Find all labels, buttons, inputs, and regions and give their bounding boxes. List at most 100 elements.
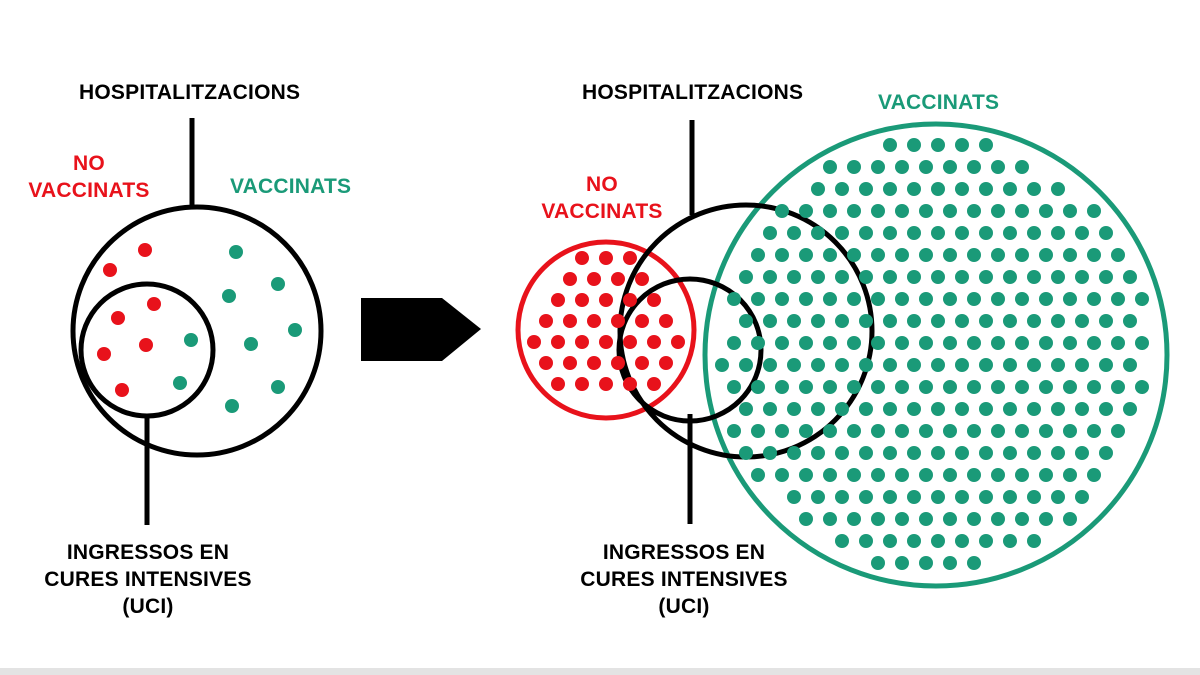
vaccinated-dot <box>943 424 957 438</box>
vaccinated-dot <box>1003 314 1017 328</box>
vaccinated-dot <box>1003 226 1017 240</box>
vaccinated-dot <box>919 204 933 218</box>
vaccinated-dot <box>859 446 873 460</box>
vaccinated-dot <box>955 534 969 548</box>
vaccinated-dot <box>991 292 1005 306</box>
vaccinated-dot <box>1063 468 1077 482</box>
vaccinated-dot <box>931 314 945 328</box>
vaccinated-dot <box>751 336 765 350</box>
vaccinated-dot <box>955 446 969 460</box>
vaccinated-label: VACCINATS <box>230 175 352 198</box>
unvaccinated-dot <box>659 356 673 370</box>
vaccinated-dot <box>835 226 849 240</box>
vaccinated-dot <box>1099 446 1113 460</box>
unvaccinated-dot <box>563 272 577 286</box>
vaccinated-dot <box>823 336 837 350</box>
vaccinated-dot <box>919 512 933 526</box>
vaccinated-dot <box>811 270 825 284</box>
vaccinated-dot <box>871 204 885 218</box>
vaccinated-dot <box>1039 204 1053 218</box>
unvaccinated-dot <box>623 293 637 307</box>
hospital-circle <box>617 202 875 460</box>
before-dots <box>97 243 302 413</box>
vaccinated-dot <box>751 380 765 394</box>
vaccinated-dot <box>799 204 813 218</box>
vaccinated-dot <box>907 402 921 416</box>
vaccinated-dot <box>967 424 981 438</box>
vaccinated-dot <box>1027 446 1041 460</box>
vaccinated-dot <box>775 424 789 438</box>
hospitalizations-label: HOSPITALITZACIONS <box>582 81 804 104</box>
vaccinated-dot <box>955 402 969 416</box>
vaccinated-dot <box>1015 336 1029 350</box>
vaccinated-dot <box>919 160 933 174</box>
unvaccinated-dot <box>635 272 649 286</box>
vaccinated-dot <box>871 468 885 482</box>
vaccinated-dot <box>991 380 1005 394</box>
unvaccinated-dot <box>599 251 613 265</box>
unvaccinated-dot <box>671 335 685 349</box>
vaccinated-dot <box>919 556 933 570</box>
vaccinated-dot <box>811 314 825 328</box>
vaccinated-dot <box>931 138 945 152</box>
vaccinated-dot <box>931 490 945 504</box>
vaccinated-dot <box>799 468 813 482</box>
vaccinated-dot <box>979 226 993 240</box>
vaccinated-dot <box>799 424 813 438</box>
icu-circle <box>78 281 216 419</box>
unvaccinated-dot <box>111 311 125 325</box>
vaccinated-dot <box>763 226 777 240</box>
vaccinated-dot <box>823 380 837 394</box>
vaccinated-dot <box>763 270 777 284</box>
vaccinated-dot <box>943 512 957 526</box>
unvaccinated-dot <box>647 377 661 391</box>
vaccinated-dot <box>1003 402 1017 416</box>
unvaccinated-dot <box>147 297 161 311</box>
vaccinated-dot <box>955 314 969 328</box>
unvaccinated-label-line: NO <box>73 152 105 175</box>
unvaccinated-label-line: NO <box>586 173 618 196</box>
vaccinated-dot <box>1111 336 1125 350</box>
unvaccinated-dot <box>139 338 153 352</box>
vaccinated-dot <box>1063 292 1077 306</box>
vaccinated-dot <box>883 402 897 416</box>
right-pointing-arrow-icon <box>361 298 481 361</box>
vaccinated-dot <box>859 402 873 416</box>
unvaccinated-dot <box>97 347 111 361</box>
vaccinated-dot <box>799 336 813 350</box>
vaccinated-dot <box>895 248 909 262</box>
vaccinated-dot <box>1099 226 1113 240</box>
vaccinated-dot <box>1039 336 1053 350</box>
vaccinated-dot <box>823 424 837 438</box>
vaccinated-dot <box>1027 358 1041 372</box>
vaccinated-dot <box>1135 292 1149 306</box>
vaccinated-dot <box>883 226 897 240</box>
vaccinated-dot <box>811 446 825 460</box>
vaccinated-dot <box>727 424 741 438</box>
vaccinated-dot <box>1099 314 1113 328</box>
vaccinated-dot <box>859 490 873 504</box>
bottom-divider <box>0 668 1200 675</box>
vaccinated-dot <box>1003 182 1017 196</box>
vaccinated-dot <box>931 270 945 284</box>
before-panel <box>70 118 324 525</box>
vaccinated-dot <box>943 336 957 350</box>
vaccinated-dot <box>763 446 777 460</box>
vaccinated-dot <box>883 534 897 548</box>
vaccinated-dot <box>1111 380 1125 394</box>
vaccinated-dot <box>919 336 933 350</box>
vaccinated-dot <box>787 270 801 284</box>
vaccinated-dot <box>859 534 873 548</box>
vaccinated-dot <box>907 534 921 548</box>
vaccinated-dot <box>907 270 921 284</box>
vaccinated-dot <box>1111 248 1125 262</box>
vaccinated-dot <box>823 204 837 218</box>
unvaccinated-dot <box>599 377 613 391</box>
vaccinated-dot <box>811 358 825 372</box>
after-vaccinated-dots <box>715 138 1149 570</box>
vaccinated-dot <box>1051 402 1065 416</box>
vaccinated-dot <box>847 424 861 438</box>
vaccinated-dot <box>1039 380 1053 394</box>
vaccinated-dot <box>751 248 765 262</box>
